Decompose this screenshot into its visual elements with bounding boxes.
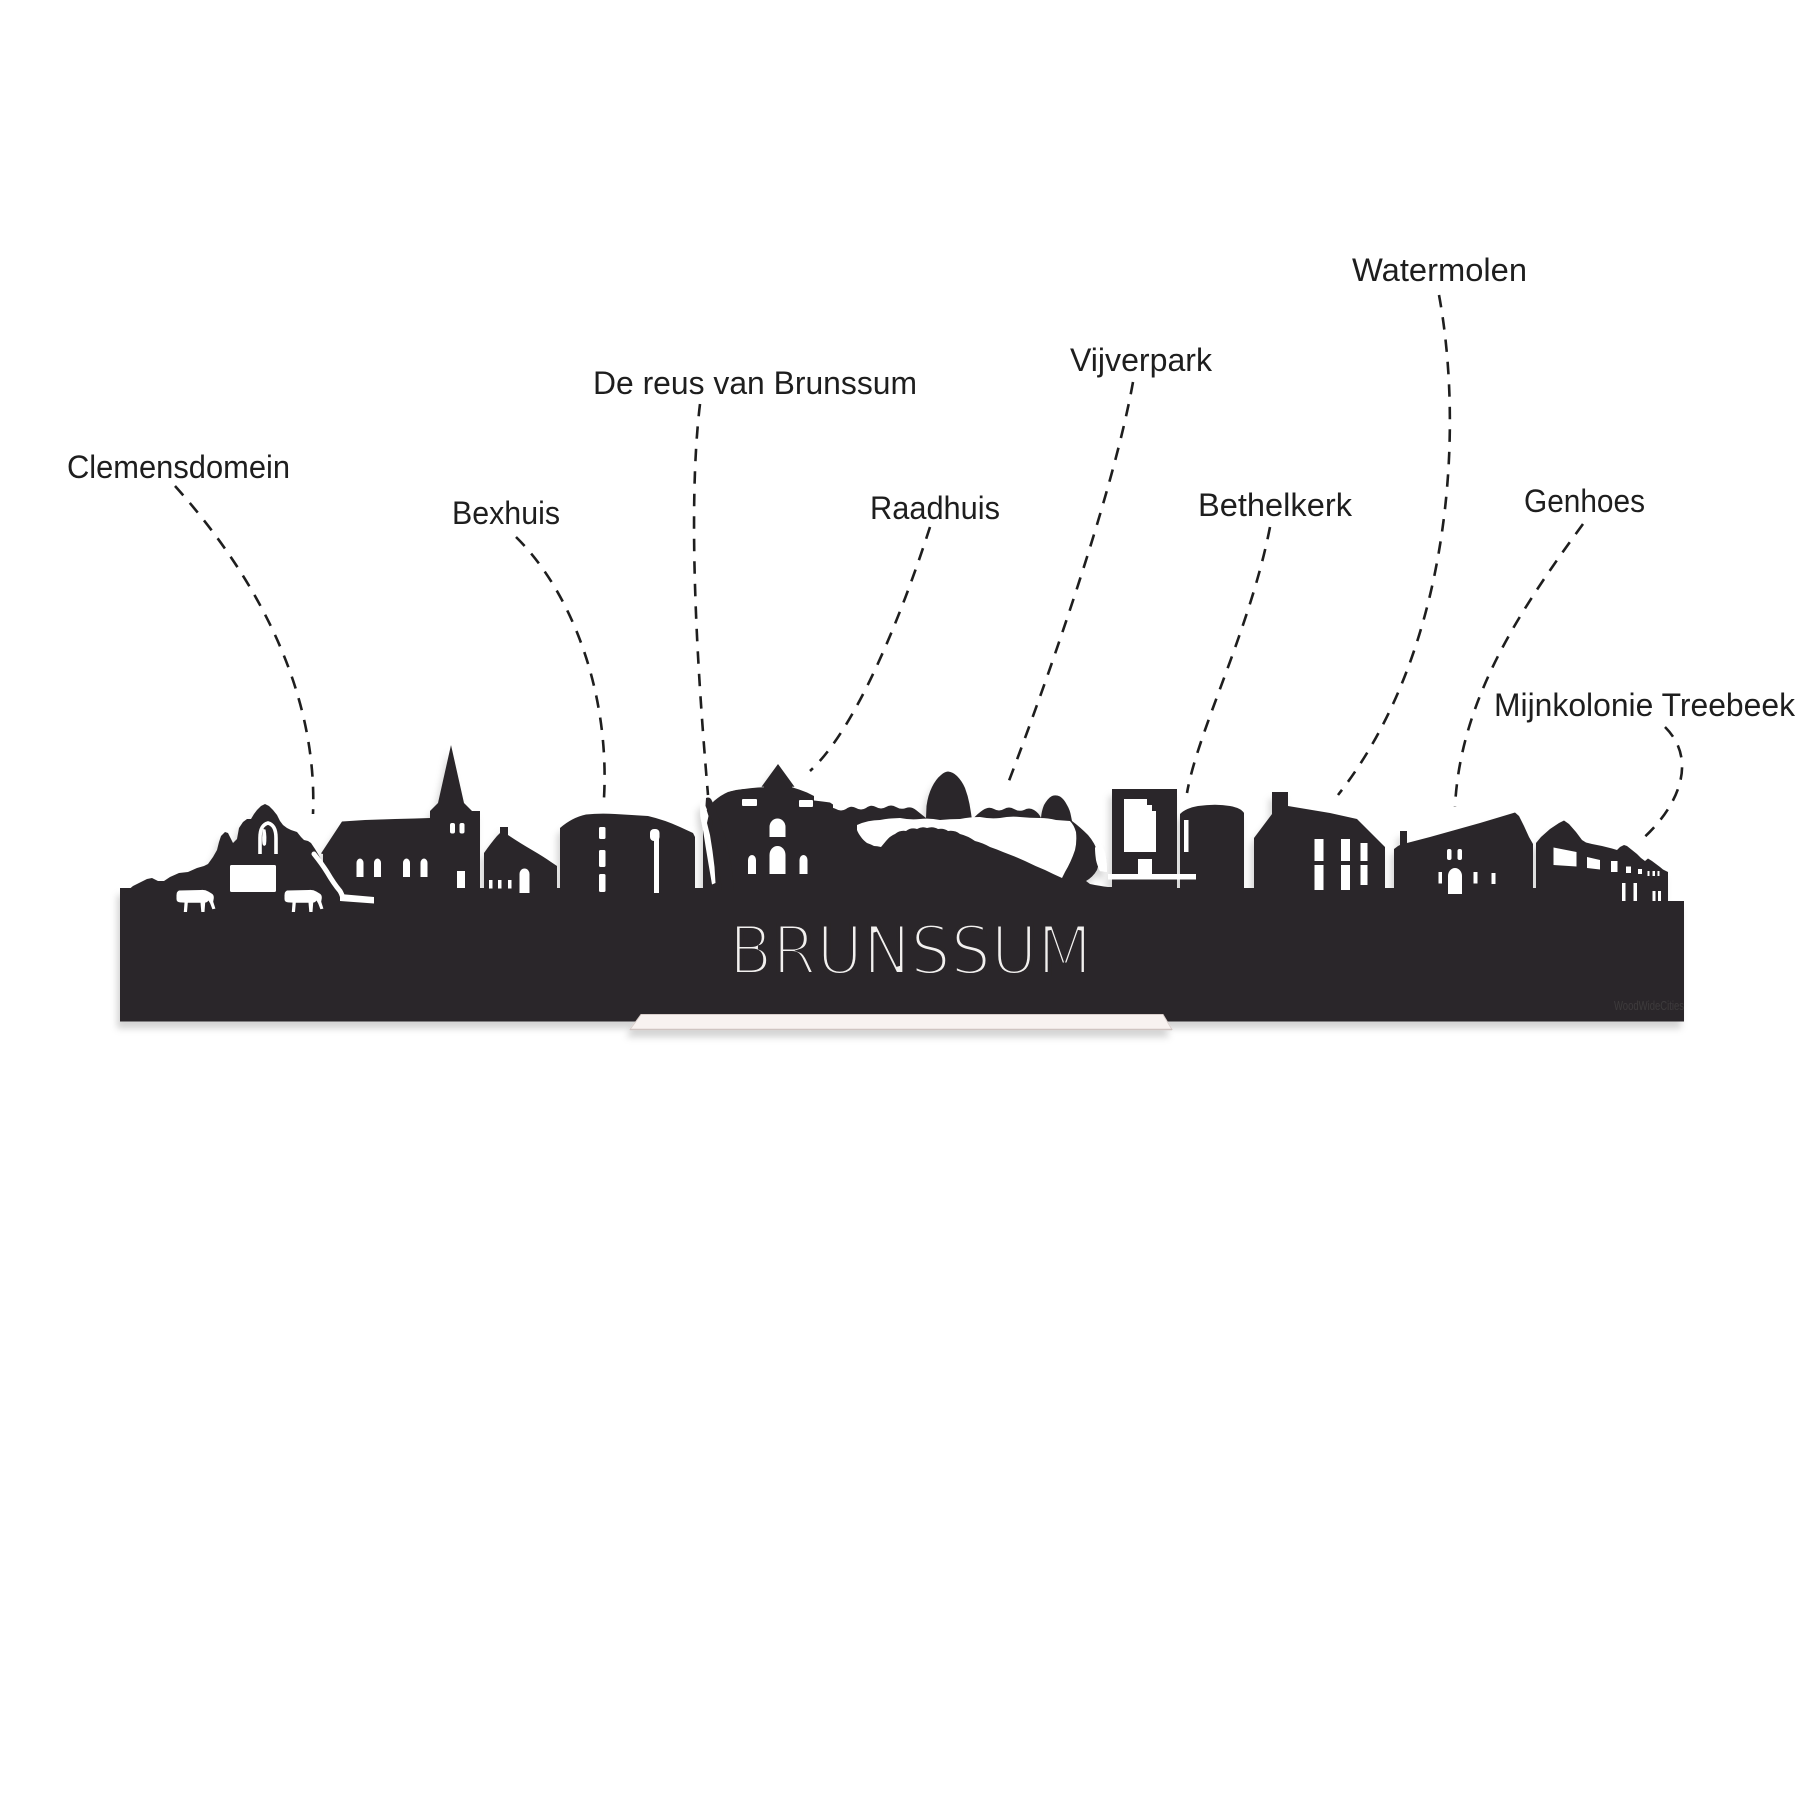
leader-bexhuis	[515, 536, 606, 799]
skyline-title-cutout: BRUNSSUM	[729, 912, 1092, 991]
ruin-arch-cutout	[258, 821, 278, 854]
label-mijnkolonie: Mijnkolonie Treebeek	[1494, 687, 1796, 723]
watermark: WoodWideCities	[1614, 998, 1684, 1013]
skyline-base	[120, 888, 1684, 1022]
landmark-labels: Clemensdomein Bexhuis De reus van Brunss…	[67, 252, 1796, 723]
pond-arm-gap	[1095, 841, 1107, 872]
leader-lines	[174, 294, 1684, 842]
ruin-arch-drip	[262, 829, 267, 846]
leader-bethelkerk	[1185, 526, 1272, 794]
de-reus-gap	[700, 800, 716, 885]
genhoes-farmhouse	[1394, 812, 1533, 905]
label-de-reus: De reus van Brunssum	[593, 365, 917, 401]
bexhuis-building	[560, 813, 695, 905]
rowhouses-windows	[1553, 847, 1661, 901]
bethelkerk-tower-opening	[1124, 799, 1156, 852]
label-watermolen: Watermolen	[1352, 252, 1527, 288]
label-clemensdomein: Clemensdomein	[67, 449, 290, 485]
bethelkerk-church	[1180, 804, 1244, 905]
clemensdomein-ruins	[120, 804, 345, 905]
bethelkerk-tower-door	[1138, 859, 1152, 877]
genhoes-windows	[1438, 849, 1496, 894]
leader-vijverpark	[1005, 381, 1135, 787]
leader-clemensdomein	[174, 485, 315, 815]
bexhuis-windows	[599, 827, 660, 893]
leader-raadhuis	[809, 526, 932, 772]
ruin-window-cutout	[230, 865, 276, 892]
village-church	[321, 745, 480, 905]
label-vijverpark: Vijverpark	[1070, 342, 1213, 378]
leader-de-reus	[692, 403, 710, 796]
label-genhoes: Genhoes	[1524, 483, 1645, 519]
label-raadhuis: Raadhuis	[870, 490, 1000, 526]
bethelkerk-platform-gap	[1108, 874, 1196, 880]
leader-watermolen	[1336, 294, 1452, 796]
ruin-path-foot	[340, 894, 374, 904]
skyline-silhouette: BRUNSSUM WoodWideCities	[120, 745, 1684, 1031]
church-windows	[356, 823, 530, 893]
display-stand	[629, 1014, 1173, 1030]
bethelkerk-church-slit	[1184, 820, 1189, 852]
bethelkerk-bell	[1147, 799, 1157, 811]
leader-mijnkolonie	[1639, 726, 1684, 842]
label-bexhuis: Bexhuis	[452, 495, 560, 531]
raadhuis-windows	[742, 799, 813, 874]
church-side-house	[484, 827, 557, 905]
leader-genhoes	[1453, 523, 1585, 808]
label-bethelkerk: Bethelkerk	[1198, 487, 1353, 523]
watermolen-windows	[1314, 839, 1368, 890]
de-reus-sculpture	[705, 797, 734, 890]
pond-cutout	[857, 816, 1077, 878]
